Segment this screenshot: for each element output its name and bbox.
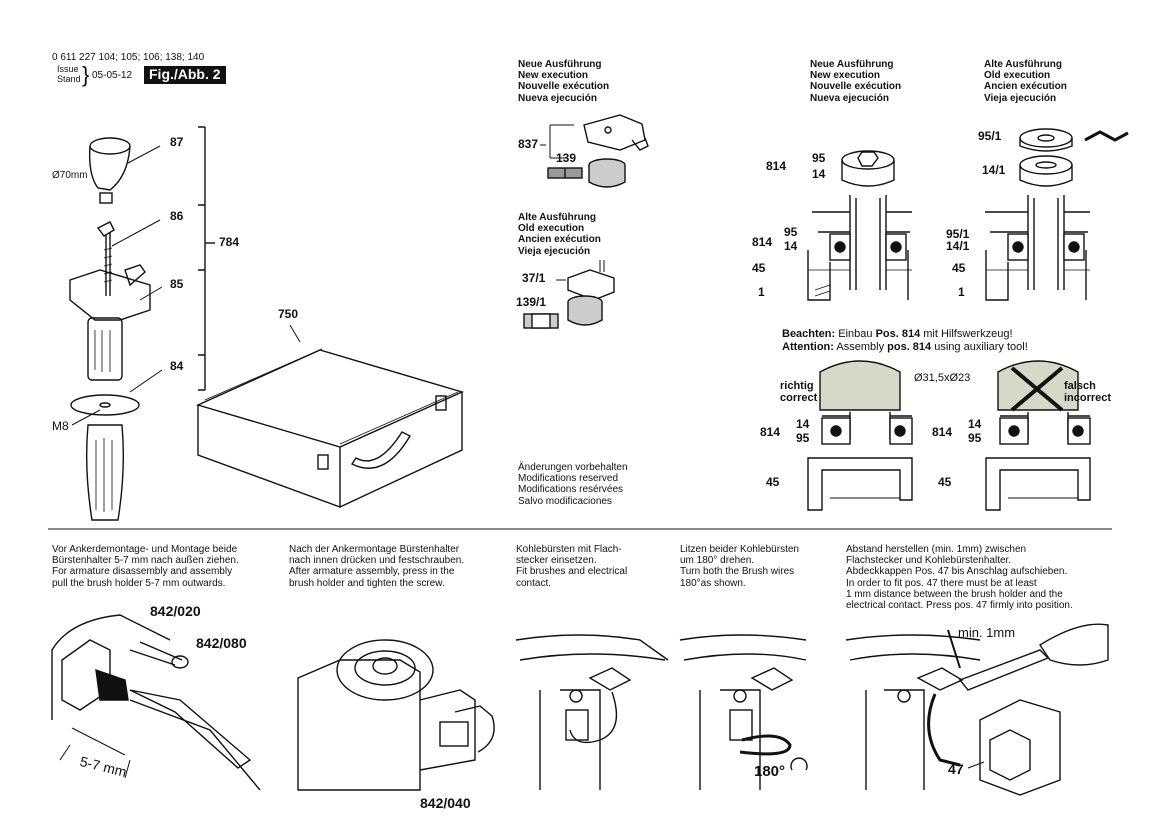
step4-illustration bbox=[679, 634, 808, 790]
label-837: 837 bbox=[518, 137, 539, 151]
step3-illustration bbox=[515, 634, 669, 790]
label-95-1-mid: 95/1 bbox=[946, 227, 970, 241]
step3-text: Kohlebürsten mit Flach-stecker einsetzen… bbox=[516, 544, 628, 589]
label-14-incorrect: 14 bbox=[968, 417, 982, 431]
label-diameter: Ø70mm bbox=[52, 170, 88, 181]
carrying-case bbox=[195, 324, 465, 509]
label-95-top: 95 bbox=[812, 151, 826, 165]
label-14-1-top: 14/1 bbox=[982, 163, 1006, 177]
label-842-080: 842/080 bbox=[196, 635, 247, 651]
step5-illustration bbox=[845, 623, 1109, 796]
brace: } bbox=[82, 62, 90, 87]
step2-illustration bbox=[297, 639, 495, 791]
label-14-top: 14 bbox=[812, 167, 826, 181]
label-95-mid: 95 bbox=[784, 225, 798, 239]
label-min-1mm: min. 1mm bbox=[958, 625, 1016, 640]
label-95-1-top: 95/1 bbox=[978, 129, 1002, 143]
label-45-correct: 45 bbox=[766, 475, 780, 489]
label-85: 85 bbox=[170, 277, 184, 291]
label-14-mid: 14 bbox=[784, 239, 798, 253]
label-814-top: 814 bbox=[766, 159, 787, 173]
issue-date: 05-05-12 bbox=[92, 70, 133, 81]
label-814-incorrect: 814 bbox=[932, 425, 953, 439]
label-1-old: 1 bbox=[958, 285, 965, 299]
stand-label: Stand bbox=[57, 74, 81, 85]
label-95-incorrect: 95 bbox=[968, 431, 982, 445]
label-814-correct: 814 bbox=[760, 425, 781, 439]
step1-illustration bbox=[51, 614, 261, 791]
brush-holder-old bbox=[523, 260, 615, 329]
label-37-1: 37/1 bbox=[522, 271, 546, 285]
label-814-mid: 814 bbox=[752, 235, 773, 249]
tool-correct bbox=[807, 360, 913, 511]
label-45-new: 45 bbox=[752, 261, 766, 275]
label-750: 750 bbox=[278, 307, 299, 321]
note-de: Beachten: Einbau Pos. 814 mit Hilfswerkz… bbox=[782, 328, 1013, 340]
note-en: Attention: Assembly pos. 814 using auxil… bbox=[782, 341, 1028, 353]
label-14-correct: 14 bbox=[796, 417, 810, 431]
bearing-old bbox=[985, 128, 1129, 301]
brush-holder-new bbox=[540, 114, 649, 188]
label-87: 87 bbox=[170, 135, 184, 149]
tool-incorrect bbox=[985, 360, 1091, 511]
label-842-020: 842/020 bbox=[150, 603, 201, 619]
label-95-correct: 95 bbox=[796, 431, 810, 445]
figure-label: Fig./Abb. 2 bbox=[144, 66, 226, 84]
label-86: 86 bbox=[170, 209, 184, 223]
label-139-1: 139/1 bbox=[516, 295, 547, 309]
side-handle-assembly bbox=[69, 126, 215, 521]
label-784: 784 bbox=[219, 235, 240, 249]
label-1-new: 1 bbox=[758, 285, 765, 299]
issue-label: Issue bbox=[57, 64, 79, 74]
label-84: 84 bbox=[170, 359, 184, 373]
label-47: 47 bbox=[948, 761, 964, 777]
label-m8: M8 bbox=[52, 419, 69, 433]
label-842-040: 842/040 bbox=[420, 795, 471, 811]
tool-dimension: Ø31,5xØ23 bbox=[914, 372, 971, 384]
part-numbers: 0 611 227 104; 105; 106; 138; 140 bbox=[52, 52, 205, 63]
issue-stand-label: Issue Stand bbox=[57, 64, 81, 84]
bearing-new bbox=[807, 150, 912, 301]
label-14-1-mid: 14/1 bbox=[946, 239, 970, 253]
label-45-incorrect: 45 bbox=[938, 475, 952, 489]
label-139: 139 bbox=[556, 151, 577, 165]
label-45-old: 45 bbox=[952, 261, 966, 275]
label-180: 180° bbox=[754, 763, 786, 780]
